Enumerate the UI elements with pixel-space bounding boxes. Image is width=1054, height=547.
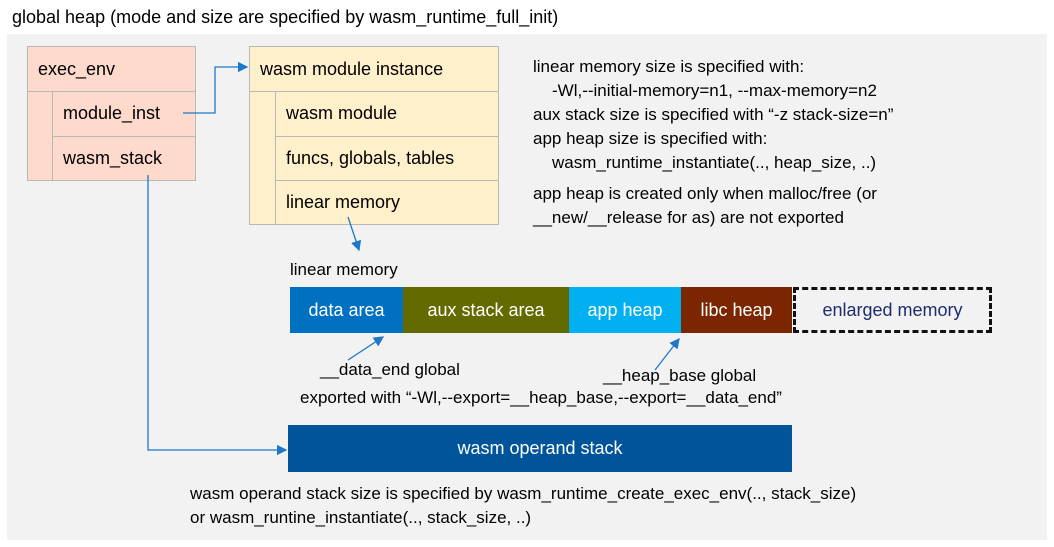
module-row-linear-memory: linear memory	[276, 180, 498, 224]
heap-base-label: __heap_base global	[603, 366, 757, 385]
bottom-note: or wasm_runtine_instantiate(.., stack_si…	[190, 508, 532, 527]
divider	[52, 91, 53, 180]
divider	[275, 91, 276, 224]
divider	[250, 91, 498, 92]
note-line: -Wl,--initial-memory=n1, --max-memory=n2	[552, 81, 877, 100]
data-end-label: __data_end global	[320, 360, 460, 379]
module-instance-header: wasm module instance	[260, 58, 444, 79]
exec-env-box: exec_env module_inst wasm_stack	[27, 46, 196, 181]
exec-env-row-wasm-stack: wasm_stack	[53, 136, 195, 180]
wasm-stack-arrow	[147, 175, 288, 456]
segment-data-area: data area	[290, 287, 403, 333]
note-line: app heap is created only when malloc/fre…	[533, 184, 877, 203]
linear-memory-arrow	[347, 216, 362, 252]
exec-env-header: exec_env	[38, 58, 116, 79]
wasm-operand-stack: wasm operand stack	[288, 425, 792, 472]
note-line: wasm_runtime_instantiate(.., heap_size, …	[552, 153, 877, 172]
segment-enlarged-memory: enlarged memory	[793, 287, 992, 333]
module-instance-box: wasm module instance wasm module funcs, …	[249, 46, 499, 225]
note-line: __new/__release for as) are not exported	[533, 208, 844, 227]
note-line: app heap size is specified with:	[533, 129, 768, 148]
segment-libc-heap: libc heap	[681, 287, 792, 333]
note-line: linear memory size is specified with:	[533, 57, 805, 76]
bottom-note: wasm operand stack size is specified by …	[190, 484, 857, 503]
divider	[28, 91, 195, 92]
linear-memory-label: linear memory	[290, 260, 398, 279]
note-line: aux stack size is specified with “-z sta…	[533, 105, 894, 124]
data-end-arrow	[347, 336, 385, 361]
diagram-title: global heap (mode and size are specified…	[12, 7, 559, 27]
module-row-funcs: funcs, globals, tables	[276, 136, 498, 180]
module-row-wasm-module: wasm module	[286, 103, 398, 123]
module-inst-arrow	[183, 61, 249, 114]
exec-env-row-module-inst: module_inst	[63, 103, 161, 123]
heap-base-arrow	[654, 337, 680, 371]
segment-aux-stack: aux stack area	[403, 287, 569, 333]
export-note: exported with “-Wl,--export=__heap_base,…	[300, 388, 782, 407]
segment-app-heap: app heap	[569, 287, 681, 333]
